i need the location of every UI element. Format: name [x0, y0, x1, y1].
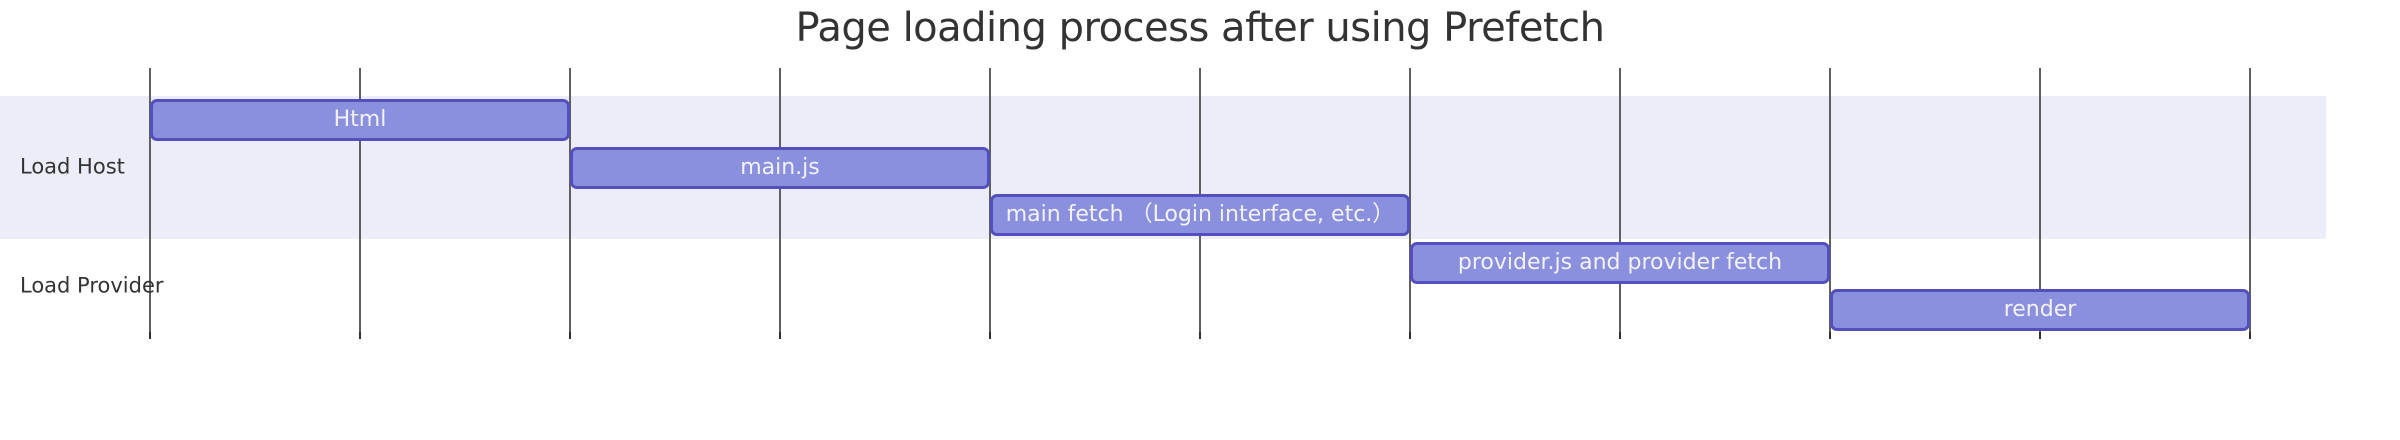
axis-tick	[1829, 332, 1831, 339]
axis-tick	[2249, 332, 2251, 339]
task-label-render: render	[2003, 297, 2077, 322]
task-label-html: Html	[333, 107, 387, 132]
axis-tick	[1409, 332, 1411, 339]
section-label-load-host: Load Host	[20, 154, 125, 179]
gridline	[569, 68, 571, 339]
gridline	[1829, 68, 1831, 339]
task-bar-provider-js-and-provider-fetch: provider.js and provider fetch	[1410, 242, 1830, 284]
task-bar-main-js: main.js	[570, 147, 990, 189]
axis-tick	[2039, 332, 2041, 339]
task-label-main-js: main.js	[740, 155, 820, 180]
task-label-main-fetch-login-interface-etc: main fetch （Login interface, etc.）	[1005, 202, 1395, 227]
gridline	[2249, 68, 2251, 339]
task-bar-html: Html	[150, 99, 570, 141]
axis-tick	[779, 332, 781, 339]
axis-tick	[1199, 332, 1201, 339]
section-label-load-provider: Load Provider	[20, 273, 164, 298]
gridline	[1409, 68, 1411, 339]
axis-tick	[1619, 332, 1621, 339]
axis-tick	[569, 332, 571, 339]
gridline	[149, 68, 151, 339]
task-label-provider-js-and-provider-fetch: provider.js and provider fetch	[1457, 250, 1783, 275]
gridline	[1619, 68, 1621, 339]
gridline	[779, 68, 781, 339]
gridline	[359, 68, 361, 339]
gridline	[2039, 68, 2041, 339]
axis-tick	[149, 332, 151, 339]
task-bar-main-fetch-login-interface-etc: main fetch （Login interface, etc.）	[990, 194, 1410, 236]
axis-tick	[359, 332, 361, 339]
axis-tick	[989, 332, 991, 339]
chart-title: Page loading process after using Prefetc…	[795, 5, 1605, 51]
task-bar-render: render	[1830, 289, 2250, 331]
